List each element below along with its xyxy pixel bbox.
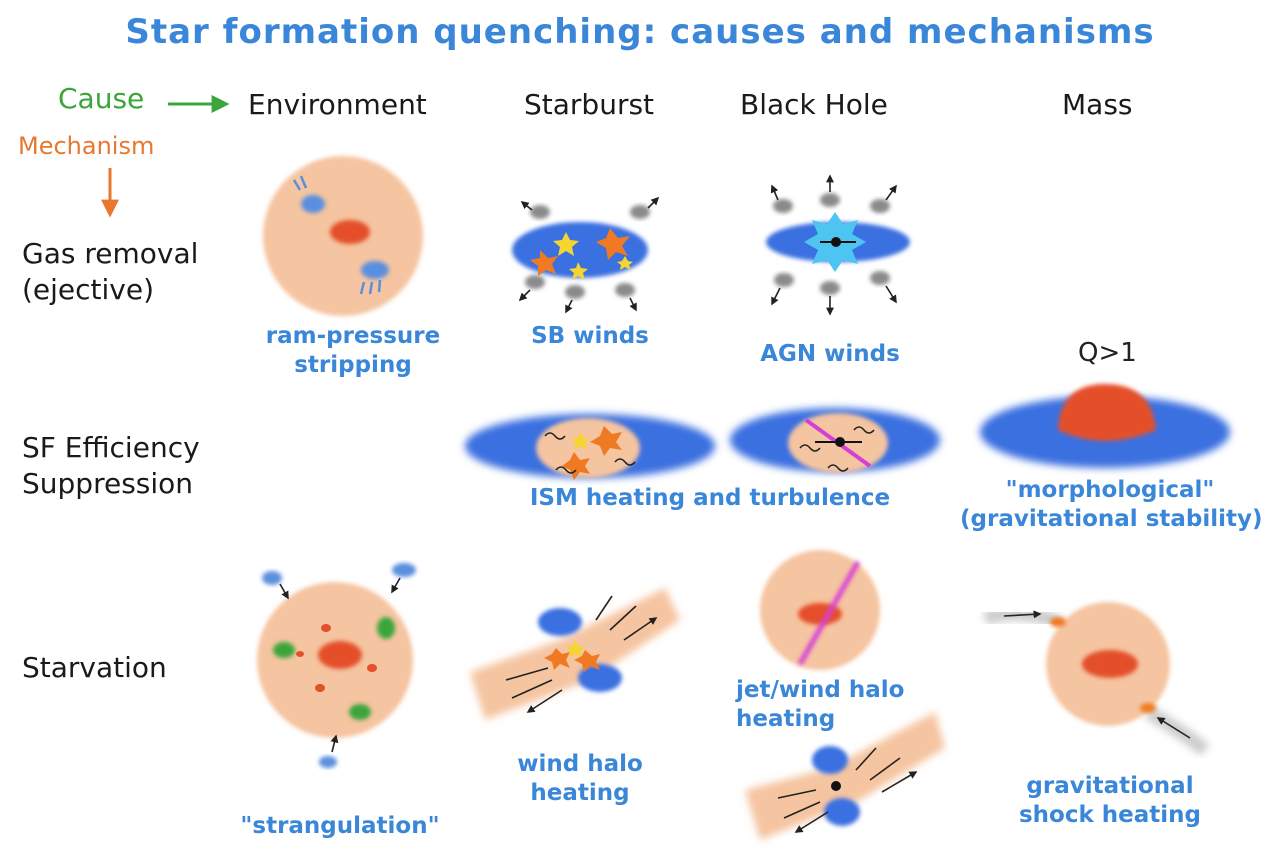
caption-line: stripping (248, 351, 458, 380)
caption-strangulation: "strangulation" (220, 812, 460, 841)
caption-line: (gravitational stability) (960, 505, 1260, 534)
caption-morphological: "morphological" (gravitational stability… (960, 476, 1260, 534)
row-label-line: Suppression (22, 466, 200, 502)
ism-starburst-galaxy (465, 414, 715, 480)
column-header-environment: Environment (248, 88, 427, 121)
mechanism-label: Mechanism (18, 132, 154, 160)
wind-halo-galaxy (470, 588, 680, 720)
caption-line: heating (736, 705, 936, 734)
row-label-gas-removal: Gas removal (ejective) (22, 236, 198, 308)
caption-line: gravitational (1000, 772, 1220, 801)
caption-sb-winds: SB winds (500, 322, 680, 351)
row-label-sf-efficiency: SF Efficiency Suppression (22, 430, 200, 502)
caption-ram-pressure: ram-pressure stripping (248, 322, 458, 380)
strangulation-galaxy (257, 563, 416, 768)
stability-q-label: Q>1 (1078, 338, 1137, 368)
caption-grav-shock: gravitational shock heating (1000, 772, 1220, 830)
row-label-line: SF Efficiency (22, 430, 200, 466)
cause-label: Cause (58, 82, 144, 115)
column-header-mass: Mass (1062, 88, 1133, 121)
diagram-title: Star formation quenching: causes and mec… (0, 12, 1280, 52)
sb-winds-galaxy (512, 198, 658, 312)
column-header-black-hole: Black Hole (740, 88, 888, 121)
row-label-line: (ejective) (22, 272, 198, 308)
row-label-line: Gas removal (22, 236, 198, 272)
caption-line: shock heating (1000, 801, 1220, 830)
ram-pressure-galaxy (263, 156, 423, 316)
caption-wind-halo: wind halo heating (490, 750, 670, 808)
grav-shock-galaxy (985, 602, 1205, 750)
row-label-starvation: Starvation (22, 650, 167, 686)
morphological-galaxy (980, 384, 1230, 468)
caption-line: "morphological" (960, 476, 1260, 505)
caption-ism-heating: ISM heating and turbulence (500, 484, 920, 513)
caption-jet-wind-halo: jet/wind halo heating (736, 676, 936, 734)
caption-line: wind halo (490, 750, 670, 779)
caption-agn-winds: AGN winds (740, 340, 920, 369)
agn-winds-galaxy (766, 176, 910, 314)
caption-line: ram-pressure (248, 322, 458, 351)
caption-line: jet/wind halo (736, 676, 936, 705)
jet-halo-galaxy (760, 550, 880, 670)
column-header-starburst: Starburst (524, 88, 654, 121)
row-label-line: Starvation (22, 650, 167, 686)
caption-line: heating (490, 779, 670, 808)
ism-agn-galaxy (730, 408, 940, 473)
